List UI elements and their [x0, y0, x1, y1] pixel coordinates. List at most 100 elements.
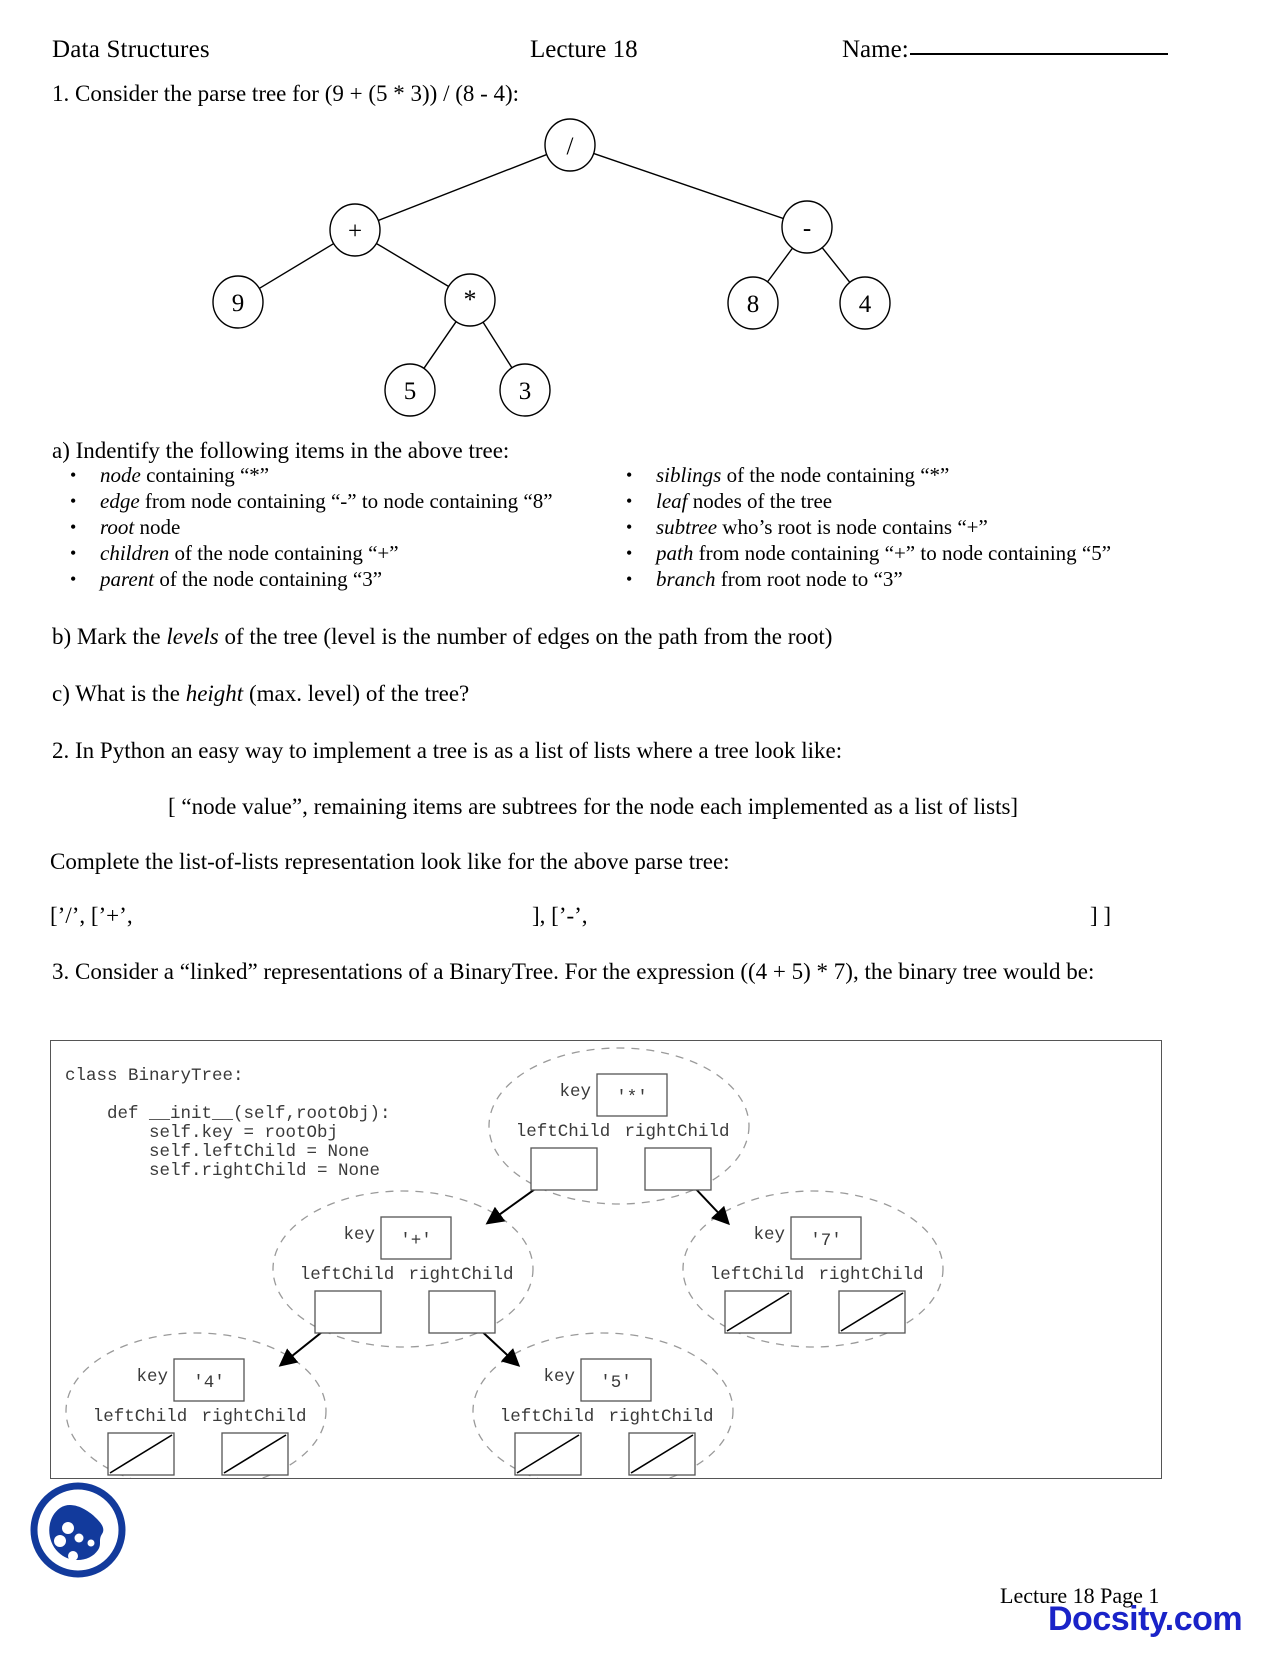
- tree-node: 3: [499, 363, 551, 417]
- right-child-box[interactable]: [428, 1290, 496, 1334]
- tree-node: 5: [384, 363, 436, 417]
- null-slash-icon: [223, 1434, 287, 1474]
- bullet-dot-icon: •: [626, 543, 633, 563]
- bullet-term: children: [100, 541, 170, 565]
- key-label: key: [543, 1367, 575, 1387]
- key-value-box[interactable]: [173, 1358, 245, 1402]
- right-child-label: rightChild: [818, 1265, 923, 1285]
- node-boundary-ellipse: [472, 1332, 734, 1478]
- left-child-box[interactable]: [530, 1147, 598, 1191]
- tree-edge: [766, 246, 794, 284]
- list-item-right-item: •leaf nodes of the tree: [608, 488, 1188, 514]
- tree-edge: [592, 152, 785, 220]
- key-value-box[interactable]: [596, 1073, 668, 1117]
- bullet-rest: containing “*”: [140, 463, 270, 487]
- bullet-dot-icon: •: [70, 491, 77, 511]
- null-slash-icon: [726, 1292, 790, 1332]
- key-label: key: [559, 1082, 591, 1102]
- tree-node-label: 9: [232, 290, 245, 317]
- question-1-text: 1. Consider the parse tree for (9 + (5 *…: [52, 81, 520, 106]
- q1b-prefix: b) Mark the: [52, 624, 167, 649]
- tree-node: 4: [839, 276, 891, 330]
- question-2-form: [ “node value”, remaining items are subt…: [168, 794, 1019, 819]
- q1b-term: levels: [166, 624, 219, 649]
- null-slash-icon: [630, 1434, 694, 1474]
- tree-node: /: [544, 118, 596, 172]
- bullet-dot-icon: •: [70, 517, 77, 537]
- right-child-label: rightChild: [624, 1122, 729, 1142]
- tree-node-circle: [329, 203, 381, 257]
- tree-edges: [257, 152, 852, 370]
- left-child-label: leftChild: [93, 1407, 188, 1427]
- bullet-dot-icon: •: [626, 491, 633, 511]
- tree-node: *: [444, 273, 496, 327]
- left-child-box[interactable]: [314, 1290, 382, 1334]
- tree-node-circle: [212, 275, 264, 329]
- key-value-text: '*': [616, 1088, 648, 1108]
- list-item-right-item: •branch from root node to “3”: [608, 566, 1188, 592]
- answer-blank-left[interactable]: [’/’, [’+’,: [50, 903, 133, 928]
- question-2-text: 2. In Python an easy way to implement a …: [52, 738, 843, 763]
- node-ellipses: [65, 1047, 944, 1478]
- node-boundary-ellipse: [65, 1332, 327, 1478]
- tree-node-label: 3: [519, 378, 532, 405]
- tree-node-circle: [499, 363, 551, 417]
- list-item-right-item: •path from node containing “+” to node c…: [608, 540, 1188, 566]
- tree-node-label: -: [803, 215, 811, 242]
- left-child-label: leftChild: [710, 1265, 805, 1285]
- question-1a-right-list: •siblings of the node containing “*”•lea…: [608, 462, 1188, 592]
- tree-node-label: 8: [747, 291, 760, 318]
- bullet-rest: from node containing “-” to node contain…: [139, 489, 553, 513]
- page-header: Data Structures Lecture 18 Name:: [52, 36, 1172, 70]
- key-value-box[interactable]: [790, 1216, 862, 1260]
- bullet-dot-icon: •: [626, 465, 633, 485]
- key-label: key: [753, 1225, 785, 1245]
- right-child-label: rightChild: [408, 1265, 513, 1285]
- key-value-box[interactable]: [380, 1216, 452, 1260]
- question-2-complete: Complete the list-of-lists representatio…: [50, 849, 730, 874]
- binarytree-class-code: class BinaryTree: def __init__(self,root…: [65, 1065, 391, 1181]
- page-footer-note: Lecture 18 Page 1: [1000, 1583, 1160, 1608]
- q1c-prefix: c) What is the: [52, 681, 186, 706]
- bullet-term: subtree: [656, 515, 718, 539]
- list-item-left-item: •children of the node containing “+”: [52, 540, 612, 566]
- question-3-text: 3. Consider a “linked” representations o…: [52, 959, 1095, 984]
- right-child-box[interactable]: [644, 1147, 712, 1191]
- question-1a-heading: a) Indentify the following items in the …: [52, 438, 510, 463]
- list-item-left-item: •parent of the node containing “3”: [52, 566, 612, 592]
- right-child-label: rightChild: [201, 1407, 306, 1427]
- tree-node: 8: [727, 276, 779, 330]
- bullet-dot-icon: •: [70, 543, 77, 563]
- lecture-title: Lecture 18: [530, 36, 638, 63]
- tree-node: -: [781, 200, 833, 254]
- docsity-logo-icon: [26, 1478, 130, 1582]
- tree-edge: [257, 242, 336, 290]
- key-value-box[interactable]: [580, 1358, 652, 1402]
- tree-node-circle: [444, 273, 496, 327]
- bullet-rest: from node containing “+” to node contain…: [693, 541, 1112, 565]
- question-1c-text: c) What is the height (max. level) of th…: [52, 680, 469, 709]
- tree-node-label: /: [567, 133, 574, 160]
- bullet-rest: of the node containing “*”: [721, 463, 950, 487]
- null-slash-icon: [840, 1292, 904, 1332]
- answer-blank-mid[interactable]: ], [’-’,: [532, 903, 588, 928]
- left-child-label: leftChild: [300, 1265, 395, 1285]
- tree-edge: [376, 153, 549, 222]
- list-item-right-item: •subtree who’s root is node contains “+”: [608, 514, 1188, 540]
- name-label: Name:: [842, 36, 909, 63]
- q1c-suffix: (max. level) of the tree?: [243, 681, 470, 706]
- node-boundary-ellipse: [682, 1190, 944, 1348]
- right-child-label: rightChild: [608, 1407, 713, 1427]
- question-1b-text: b) Mark the levels of the tree (level is…: [52, 623, 832, 652]
- tree-node-circle: [839, 276, 891, 330]
- answer-blank-right[interactable]: ] ]: [1090, 903, 1112, 928]
- tree-node-circle: [781, 200, 833, 254]
- question-1a-left-list: •node containing “*”•edge from node cont…: [52, 462, 612, 592]
- bullet-rest: nodes of the tree: [687, 489, 833, 513]
- bullet-dot-icon: •: [70, 569, 77, 589]
